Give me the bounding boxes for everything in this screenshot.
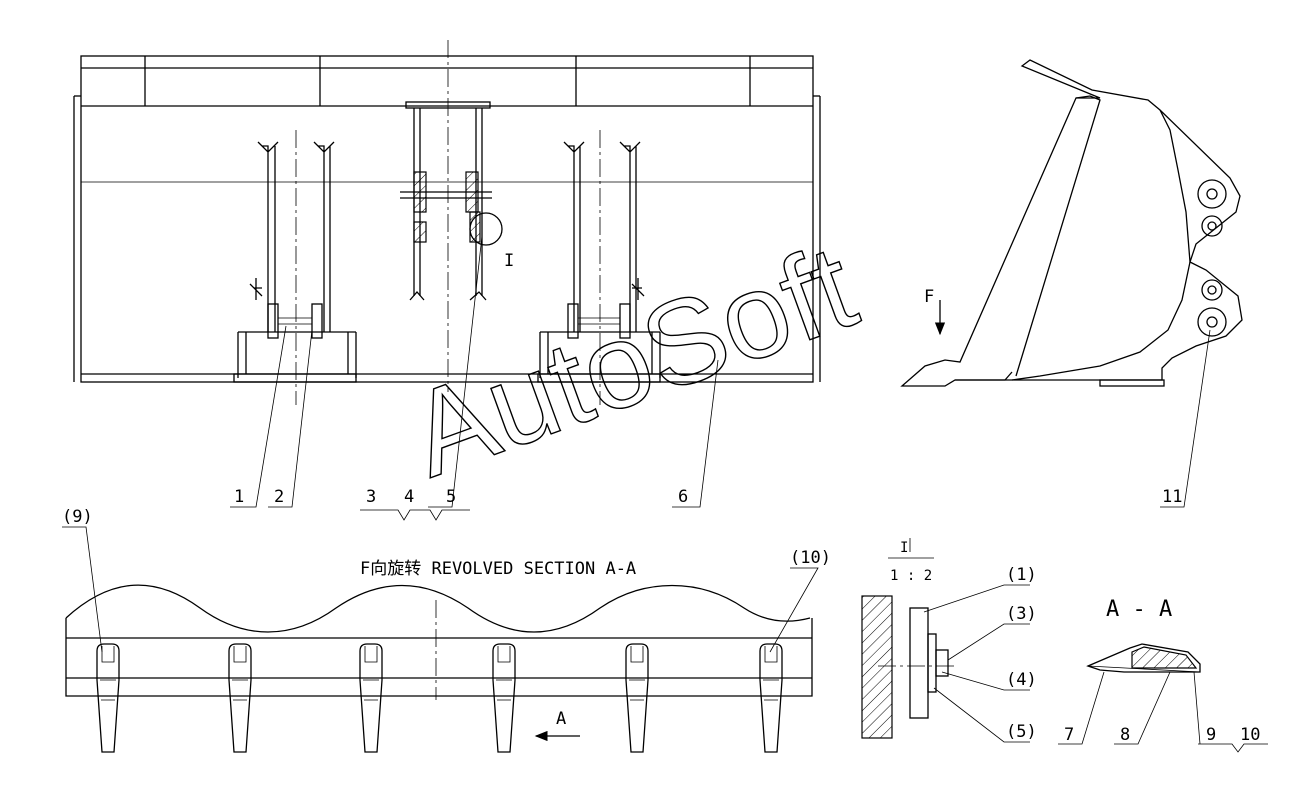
left-bracket <box>233 130 357 405</box>
label-9-ref: (9) <box>62 507 93 527</box>
label-7: 7 <box>1064 725 1074 745</box>
section-aa-view: A - A <box>1086 597 1201 673</box>
label-6: 6 <box>678 487 688 507</box>
detail-marker-i: I <box>504 251 514 271</box>
side-view: F <box>900 59 1243 387</box>
label-10-ref: (10) <box>790 548 831 568</box>
label-3: 3 <box>366 487 376 507</box>
tooth-2 <box>228 643 252 753</box>
tooth-3 <box>359 643 383 753</box>
tooth-1 <box>96 643 120 753</box>
leader-lines <box>62 235 1268 753</box>
part-labels: 1 2 3 4 5 6 11 7 8 9 10 (9) (10) (1) (3)… <box>62 251 1260 745</box>
label-1: 1 <box>234 487 244 507</box>
center-bracket <box>400 101 503 301</box>
front-view <box>73 40 821 405</box>
label-5: 5 <box>446 487 456 507</box>
label-2: 2 <box>274 487 284 507</box>
detail-label-4: (4) <box>1006 670 1037 690</box>
detail-label-5: (5) <box>1006 722 1037 742</box>
detail-circle-marker <box>469 212 503 246</box>
tooth-5 <box>625 643 649 753</box>
right-bracket <box>537 130 661 405</box>
tooth-4 <box>492 643 516 753</box>
detail-scale: 1 : 2 <box>890 568 932 584</box>
tooth-6 <box>759 643 783 753</box>
revolved-section-title: F向旋转 REVOLVED SECTION A-A <box>360 559 636 579</box>
label-10: 10 <box>1240 725 1260 745</box>
direction-a-label: A <box>556 709 566 729</box>
label-9: 9 <box>1206 725 1216 745</box>
label-8: 8 <box>1120 725 1130 745</box>
detail-label-1: (1) <box>1006 565 1037 585</box>
label-11: 11 <box>1162 487 1182 507</box>
label-4: 4 <box>404 487 414 507</box>
direction-f-label: F <box>924 287 934 307</box>
revolved-section-view: A F向旋转 REVOLVED SECTION A-A <box>65 559 813 753</box>
section-aa-title: A - A <box>1106 597 1172 622</box>
detail-id: I <box>900 540 908 556</box>
watermark: AutoSoft <box>393 219 871 502</box>
detail-label-3: (3) <box>1006 604 1037 624</box>
detail-i-view: I 1 : 2 <box>861 538 958 739</box>
